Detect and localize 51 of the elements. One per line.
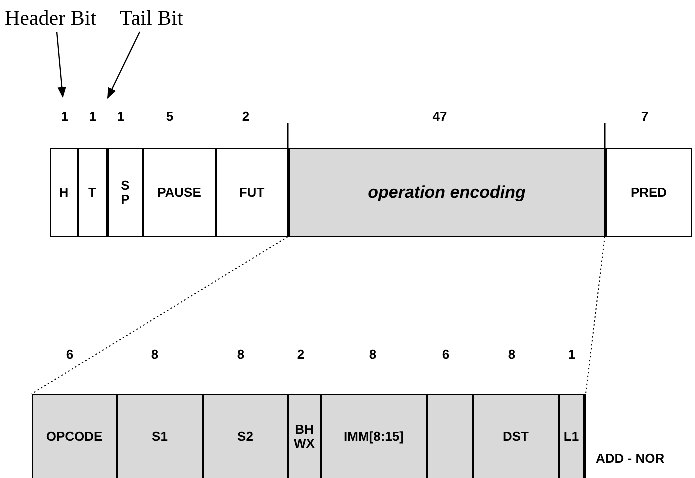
bit-count: 1 [61,110,69,123]
field-label: S P [121,178,130,206]
bit-count: 7 [641,110,649,123]
bit-field [216,148,288,237]
bit-count: 8 [237,348,245,361]
bit-count: 8 [151,348,159,361]
bit-count: 2 [242,110,250,123]
arrow [107,32,141,99]
bit-count: 1 [117,110,125,123]
empty-bit-field [427,394,473,478]
bit-count: 6 [66,348,74,361]
field-label: DST [503,430,529,444]
bit-field [78,148,107,237]
field-label: BH WX [294,422,315,450]
bit-field [143,148,216,237]
field-label: L1 [564,430,580,444]
field-label: operation encoding [368,184,526,202]
field-label: H [59,186,69,200]
bit-field [50,148,78,237]
bit-field [203,394,288,478]
bit-count: 1 [568,348,576,361]
bit-field [32,394,117,478]
bit-field [107,148,143,237]
zoom-line [32,236,288,394]
bit-count: 2 [297,348,305,361]
bit-count: 6 [442,348,450,361]
field-label: S2 [238,430,254,444]
bit-field [559,394,586,478]
bit-count: 5 [166,110,174,123]
bit-count: 8 [508,348,516,361]
bit-field [605,148,692,237]
field-label: FUT [239,186,265,200]
field-label: PAUSE [158,186,202,200]
bit-field [473,394,559,478]
field-label: S1 [152,430,168,444]
field-label: T [88,186,96,200]
annotation-label: Header Bit [5,8,97,29]
arrow [56,32,66,98]
annotation-label: Tail Bit [120,8,184,29]
bit-count: 1 [89,110,97,123]
bit-count: 8 [369,348,377,361]
bit-field [288,148,605,237]
bit-count: 47 [432,110,448,123]
bit-field [321,394,427,478]
field-label: PRED [630,186,668,200]
field-label: IMM[8:15] [344,430,404,444]
instruction-range-label: ADD - NOR [596,452,665,465]
bit-field [117,394,203,478]
field-label: OPCODE [46,430,103,444]
zoom-line [586,236,606,394]
bit-field [288,394,321,478]
